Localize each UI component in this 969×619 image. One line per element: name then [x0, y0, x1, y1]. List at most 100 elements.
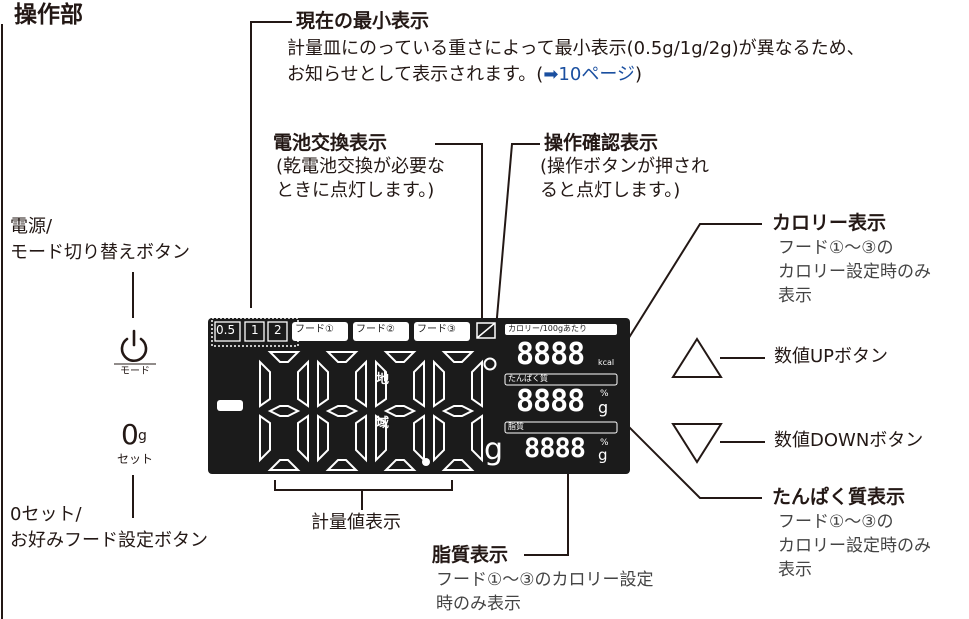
food-label: フード①	[295, 324, 334, 335]
region-label-top: 地	[376, 372, 390, 387]
fat-leader	[524, 466, 569, 556]
zero-unit: g	[138, 428, 147, 444]
weight-display-label: 計量値表示	[311, 512, 401, 533]
up-button-label: 数値UPボタン	[774, 346, 889, 367]
segment	[297, 414, 309, 463]
segment	[413, 414, 425, 463]
segment	[383, 405, 417, 417]
segment	[433, 359, 445, 408]
food-label: フード③	[417, 324, 456, 335]
segment	[325, 351, 359, 363]
protein-digits: 8888	[516, 384, 585, 419]
segment	[471, 414, 483, 463]
confirm-desc: (操作ボタンが押され	[540, 156, 710, 177]
up-button[interactable]	[670, 336, 724, 380]
fat-g: g	[598, 446, 608, 464]
zero-button[interactable]: 0 g セット	[110, 418, 156, 468]
segment	[441, 351, 475, 363]
segment	[325, 405, 359, 417]
fat-title: 脂質表示	[432, 544, 509, 566]
battery-title: 電池交換表示	[273, 132, 388, 154]
seven-segment-digit	[317, 351, 367, 471]
zero-label: セット	[117, 452, 154, 466]
segment	[325, 459, 359, 471]
protein-leader	[611, 409, 762, 499]
power-title: モード切り替えボタン	[10, 242, 190, 263]
segment	[413, 359, 425, 408]
down-triangle-icon	[671, 423, 723, 464]
segment	[441, 405, 475, 417]
segment	[267, 351, 301, 363]
down-button[interactable]	[670, 421, 724, 465]
segment	[355, 359, 367, 408]
battery-leader	[435, 143, 483, 318]
min-display-desc-pre: お知らせとして表示されます。(	[287, 64, 544, 85]
confirm-leader	[493, 143, 540, 353]
seven-segment-digit	[433, 351, 483, 471]
segment	[259, 414, 271, 463]
calorie-digits: 8888	[516, 337, 585, 372]
min-display-desc-post: )	[634, 64, 642, 85]
segment	[297, 359, 309, 408]
protein-percent: %	[600, 389, 609, 399]
region-label-bottom: 域	[376, 416, 390, 431]
segment	[383, 351, 417, 363]
protein-title: たんぱく質表示	[772, 486, 906, 508]
main-unit: g	[484, 432, 504, 467]
min-display-desc: 計量皿にのっている重さによって最小表示(0.5g/1g/2g)が異なるため、	[287, 38, 865, 59]
weight-bracket	[274, 480, 453, 491]
segment	[375, 359, 387, 408]
min-display-title: 現在の最小表示	[296, 10, 430, 32]
food-label: フード②	[356, 324, 395, 335]
segment	[441, 459, 475, 471]
min-box-label: 2	[274, 323, 282, 337]
confirm-desc: ると点灯します。)	[540, 180, 681, 201]
min-display-leader	[250, 21, 292, 308]
min-box-label: 0.5	[216, 323, 236, 337]
seven-segment-digit	[259, 351, 309, 471]
confirm-indicator-icon	[483, 357, 497, 371]
kcal-unit: kcal	[598, 358, 615, 367]
fat-digits: 8888	[524, 433, 586, 464]
segment	[267, 459, 301, 471]
protein-header: たんぱく質	[508, 374, 548, 383]
segment	[317, 359, 329, 408]
segment	[259, 359, 271, 408]
segment	[471, 359, 483, 408]
protein-desc: 表示	[778, 560, 812, 580]
confirm-title: 操作確認表示	[544, 132, 659, 154]
segment	[433, 414, 445, 463]
calorie-header: カロリー/100gあたり	[508, 324, 588, 333]
protein-desc: フード①～③の	[778, 512, 894, 532]
fat-desc: フード①～③のカロリー設定	[436, 570, 654, 590]
protein-g: g	[598, 398, 609, 417]
power-title: 電源/	[10, 216, 53, 237]
up-triangle-icon	[671, 337, 723, 378]
protein-desc: カロリー設定時のみ	[778, 536, 931, 556]
calorie-desc: 表示	[778, 286, 812, 306]
fat-header: 脂質	[508, 422, 524, 431]
zero-title: お好みフード設定ボタン	[10, 530, 208, 551]
fat-percent: %	[600, 438, 609, 448]
battery-desc: (乾電池交換が必要な	[276, 156, 446, 177]
min-display-desc: お知らせとして表示されます。(➡10ページ)	[287, 64, 642, 86]
minus-segment	[217, 400, 243, 411]
power-button[interactable]	[112, 324, 156, 380]
calorie-desc: カロリー設定時のみ	[778, 262, 931, 282]
mode-button-label: モード	[120, 366, 150, 377]
calorie-title: カロリー表示	[772, 212, 887, 234]
calorie-desc: フード①～③の	[778, 238, 894, 258]
segment	[383, 459, 417, 471]
calorie-leader	[619, 223, 762, 353]
zero-symbol: 0	[121, 418, 139, 451]
down-button-label: 数値DOWNボタン	[774, 430, 924, 451]
seven-segment-digit	[375, 351, 425, 471]
page-link[interactable]: ➡10ページ	[543, 64, 635, 85]
power-icon	[120, 329, 148, 362]
segment	[267, 405, 301, 417]
zero-title: 0セット/	[10, 504, 82, 525]
min-box-label: 1	[251, 323, 259, 337]
segment	[375, 414, 387, 463]
battery-desc: ときに点灯します。)	[276, 180, 435, 201]
